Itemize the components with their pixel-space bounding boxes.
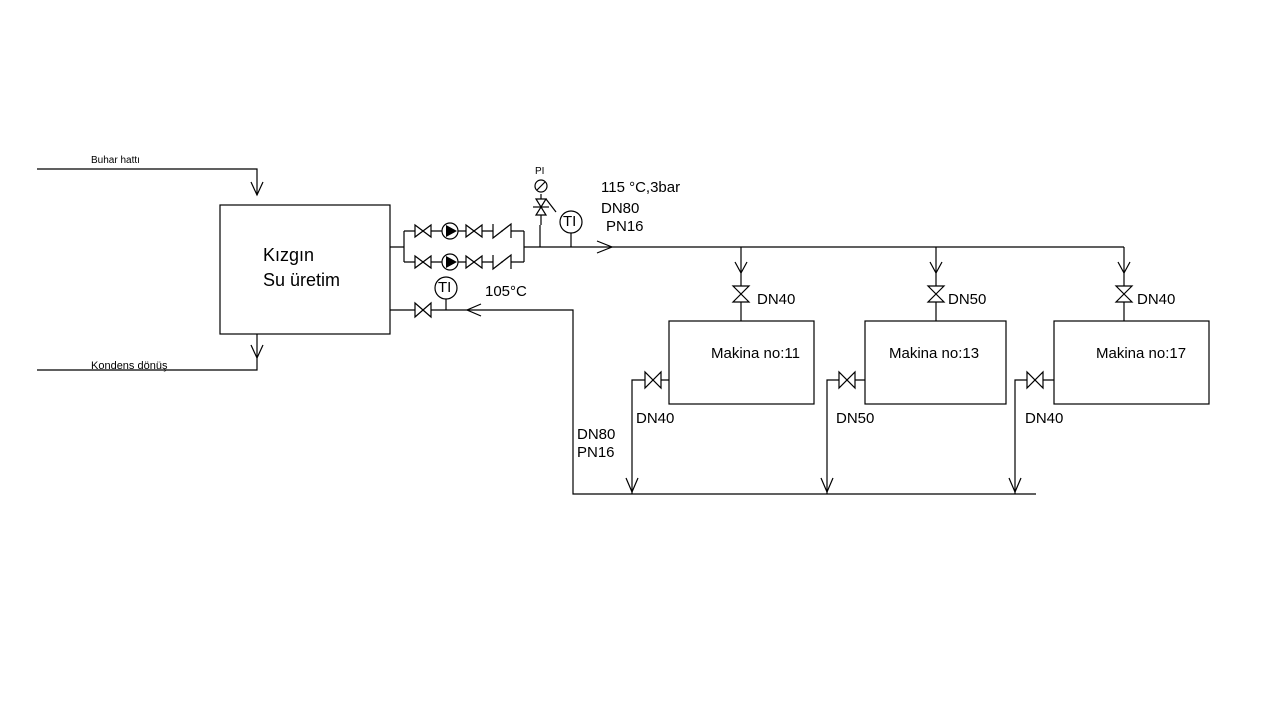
gate-valve-icon [414,223,432,239]
machine-13-name: Makina no:13 [889,345,980,362]
gate-valve-icon [465,223,483,239]
gate-valve-icon [838,370,856,390]
generator-title-line2: Su üretim [263,270,341,290]
condensate-line [37,334,258,371]
return-line [390,309,1036,495]
gate-valve-icon [731,285,751,303]
check-valve-icon [492,222,512,240]
return-temp-label: 105°C [485,283,527,300]
return-flow-arrow [465,303,482,317]
gate-valve-icon [414,254,432,270]
condensate-flow-arrow [250,344,264,360]
return-dn-label: DN80 [577,426,616,443]
pump-train-a [404,222,524,240]
supply-dn-label: DN80 [601,200,640,217]
pressure-indicator-label: PI [535,166,545,177]
pump-triangle [446,225,457,237]
machine-17-return-dn-label: DN40 [1025,410,1064,427]
steam-line-label: Buhar hattı [91,155,140,166]
steam-flow-arrow [250,181,264,197]
pressure-relief-valve [533,179,557,247]
pump-triangle [446,256,457,268]
gate-valve-icon [465,254,483,270]
supply-ti-label: TI [563,213,577,230]
pump-train-b [404,253,524,271]
generator-title-line1: Kızgın [263,245,315,265]
return-ti-label: TI [438,279,452,296]
machine-13-return-dn-label: DN50 [836,410,875,427]
return-temperature-indicator-icon [434,276,458,300]
machine-13-piping [820,247,1007,494]
machine-17-box [1053,320,1210,405]
supply-flow-arrow [596,240,614,254]
gate-valve-icon [1114,285,1134,303]
gate-valve-icon [926,285,946,303]
generator-box [219,204,391,335]
supply-temperature-indicator-icon [559,210,583,234]
machine-11-name: Makina no:11 [711,345,800,362]
gate-valve-icon [644,370,662,390]
machine-11-piping [625,247,815,494]
supply-conditions-label: 115 °C,3bar [601,179,681,196]
steam-line [37,168,258,195]
manifold-collector [523,231,540,262]
machine-11-box [668,320,815,405]
condensate-return-label: Kondens dönüş [91,360,168,372]
machine-17-supply-dn-label: DN40 [1137,291,1176,308]
machine-17-name: Makina no:17 [1096,345,1187,362]
machine-13-supply-dn-label: DN50 [948,291,987,308]
manifold-outlet [390,231,405,262]
machine-17-piping [1008,247,1210,494]
check-valve-icon [492,253,512,271]
gate-valve-icon [1026,370,1044,390]
return-pn-label: PN16 [577,444,615,461]
return-gate-valve-icon [414,301,432,319]
machine-13-box [864,320,1007,405]
machine-11-supply-dn-label: DN40 [757,291,796,308]
machine-11-return-dn-label: DN40 [636,410,675,427]
supply-pn-label: PN16 [606,218,644,235]
